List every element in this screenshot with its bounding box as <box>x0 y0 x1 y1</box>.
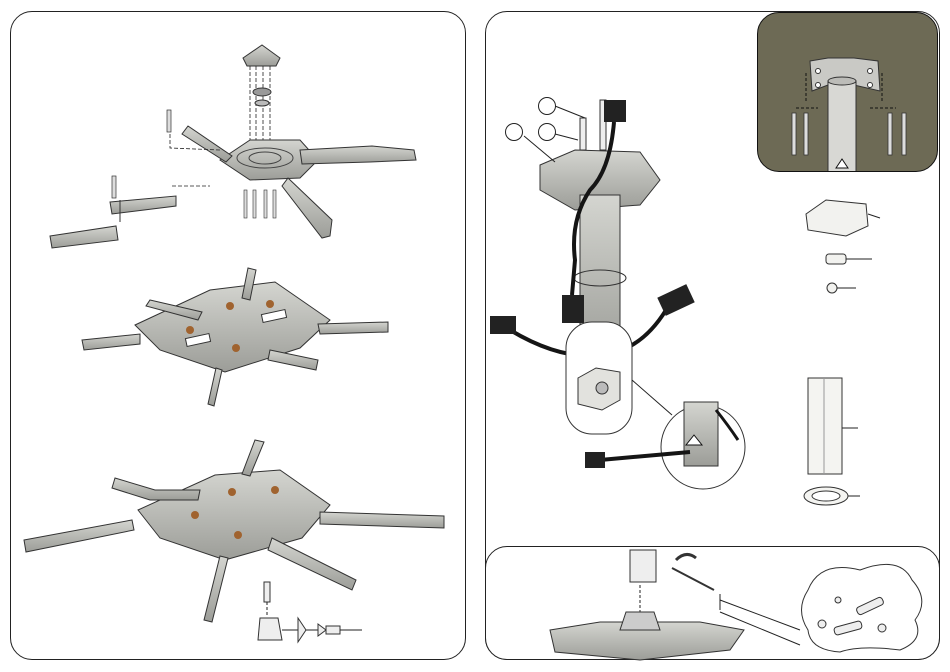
hardware-clip <box>258 618 282 640</box>
exploded-plate-assembly <box>50 45 416 248</box>
adapter-to-plate-connection <box>550 550 800 660</box>
washer-part <box>827 283 837 293</box>
plate-step-3 <box>138 470 330 560</box>
arm-extension-bottom <box>50 226 118 248</box>
arm-upper-left <box>182 126 232 162</box>
plate-with-extended-arms <box>24 440 444 622</box>
adapter-tube <box>630 550 656 582</box>
callout-1 <box>538 97 556 115</box>
ceiling-bracket-detail <box>804 200 880 505</box>
ceiling-cone-adapter <box>243 45 280 66</box>
pole-tube-part <box>808 378 842 474</box>
power-plug <box>657 284 694 316</box>
bolt-part <box>826 254 846 264</box>
pole-and-cable-routing <box>490 100 695 360</box>
plate-with-short-arms <box>82 268 388 406</box>
ceiling-bracket-part <box>806 200 868 236</box>
cable-exit-detail <box>566 322 745 489</box>
hardware-screw <box>264 582 270 602</box>
arm-screw-2 <box>112 176 116 198</box>
vga-connector <box>490 316 516 334</box>
wrench-icon <box>676 554 696 560</box>
hardware-cluster <box>802 564 922 652</box>
power-connector-top <box>604 100 626 122</box>
callout-2 <box>505 123 523 141</box>
arm-screw-1 <box>167 110 171 132</box>
callout-3 <box>538 123 556 141</box>
arm-right <box>300 146 416 164</box>
arm-hardware-detail <box>258 582 362 642</box>
arm-lower-right <box>282 178 332 238</box>
